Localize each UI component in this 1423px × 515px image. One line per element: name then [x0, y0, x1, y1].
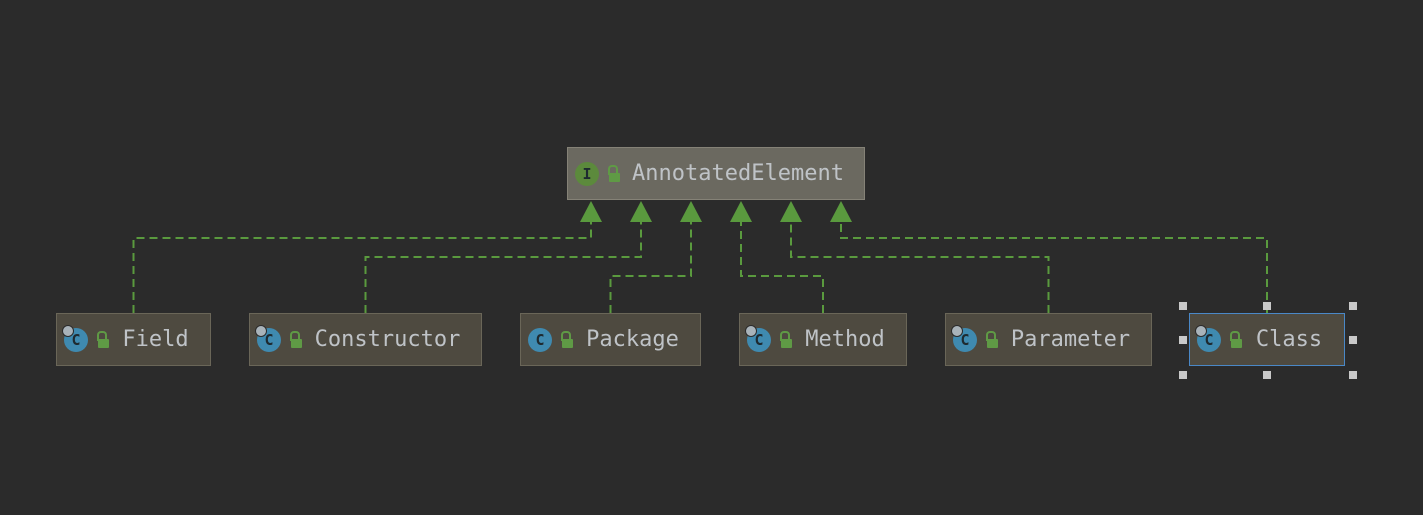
implements-edge [790, 222, 1050, 313]
class-icon: C [528, 327, 552, 352]
implements-edge [132, 222, 592, 313]
resize-handle-bottom-left[interactable] [1179, 371, 1187, 379]
class-icon: C [1195, 324, 1221, 352]
interface-kind-letter: I [582, 164, 592, 183]
class-kind-letter: C [754, 330, 764, 349]
implements-arrowhead [680, 201, 702, 222]
implements-arrowhead [730, 201, 752, 222]
class-icon: C [62, 324, 88, 352]
node-package[interactable]: C Package [520, 313, 701, 366]
implements-edge [740, 222, 824, 313]
implements-arrowhead [630, 201, 652, 222]
class-kind-letter: C [960, 330, 970, 349]
node-label: Package [586, 327, 679, 352]
resize-handle-bottom[interactable] [1263, 371, 1271, 379]
final-tag-icon [1195, 324, 1207, 337]
class-kind-letter: C [535, 330, 545, 349]
node-label: Constructor [314, 327, 461, 352]
node-field[interactable]: C Field [56, 313, 211, 366]
implements-arrowhead [780, 201, 802, 222]
implements-edge [364, 222, 642, 313]
final-tag-icon [951, 324, 963, 337]
final-tag-icon [745, 324, 757, 337]
node-label: Method [805, 327, 885, 352]
class-icon: C [745, 324, 771, 352]
node-label: Class [1255, 327, 1323, 352]
class-kind-letter: C [71, 330, 81, 349]
class-kind-letter: C [1204, 330, 1214, 349]
class-kind-letter: C [264, 330, 274, 349]
node-label: Parameter [1010, 327, 1131, 352]
node-class[interactable]: C Class [1189, 313, 1345, 366]
resize-handle-bottom-right[interactable] [1349, 371, 1357, 379]
implements-edge [609, 222, 692, 313]
node-method[interactable]: C Method [739, 313, 907, 366]
final-tag-icon [255, 324, 267, 337]
implements-arrowhead [830, 201, 852, 222]
resize-handle-right[interactable] [1349, 336, 1357, 344]
node-annotatedelement[interactable]: I AnnotatedElement [567, 147, 865, 200]
class-icon: C [951, 324, 977, 352]
implements-edge [840, 222, 1268, 313]
resize-handle-top-left[interactable] [1179, 302, 1187, 310]
interface-icon: I [575, 161, 599, 186]
node-label: AnnotatedElement [632, 161, 844, 186]
resize-handle-top[interactable] [1263, 302, 1271, 310]
public-visibility-icon [1229, 330, 1242, 349]
public-visibility-icon [607, 164, 620, 183]
implements-arrowhead [580, 201, 602, 222]
public-visibility-icon [779, 330, 792, 349]
node-constructor[interactable]: C Constructor [249, 313, 482, 366]
final-tag-icon [62, 324, 74, 337]
resize-handle-top-right[interactable] [1349, 302, 1357, 310]
node-parameter[interactable]: C Parameter [945, 313, 1152, 366]
node-label: Field [122, 327, 189, 352]
public-visibility-icon [560, 330, 573, 349]
public-visibility-icon [985, 330, 998, 349]
public-visibility-icon [96, 330, 109, 349]
public-visibility-icon [289, 330, 302, 349]
class-icon: C [255, 324, 281, 352]
resize-handle-left[interactable] [1179, 336, 1187, 344]
